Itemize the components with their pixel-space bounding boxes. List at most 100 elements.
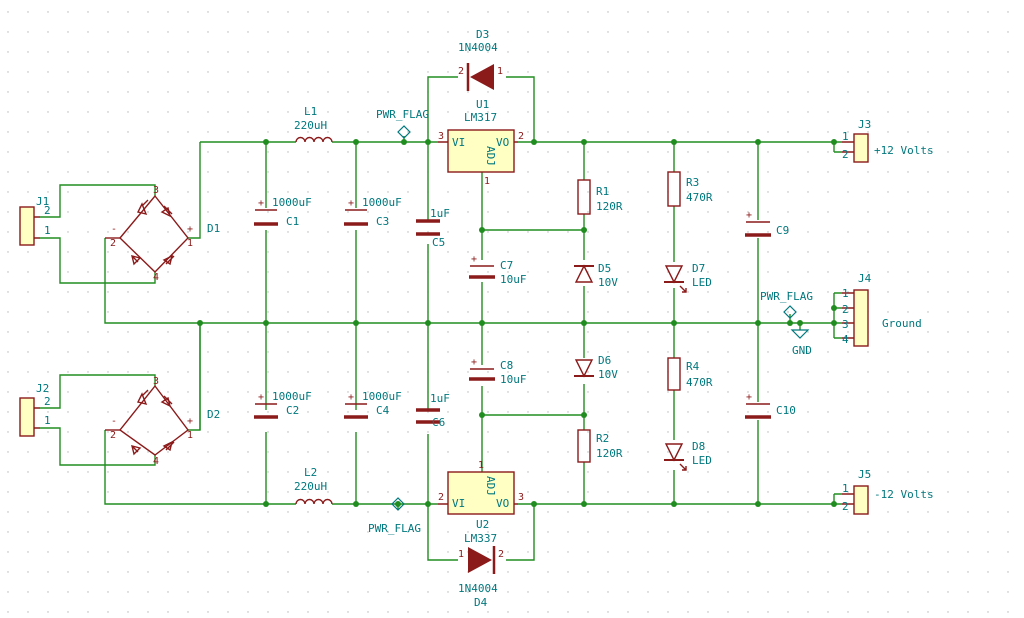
resistor-r1[interactable]: R1 120R xyxy=(577,179,623,215)
junction-dot xyxy=(263,501,269,507)
d4-ref: D4 xyxy=(474,596,488,609)
c4-value: 1000uF xyxy=(362,390,402,403)
connector-body xyxy=(19,206,35,246)
d3-ref: D3 xyxy=(476,28,489,41)
j4-ref: J4 xyxy=(858,272,872,285)
junction-dot xyxy=(531,501,537,507)
diode-d3[interactable]: D3 1N4004 2 1 xyxy=(458,28,503,91)
j1-pin1: 1 xyxy=(44,224,51,237)
c2-ref: C2 xyxy=(286,404,299,417)
connector-j5[interactable]: J5 1 2 -12 Volts xyxy=(842,468,934,515)
pwr-flag-top-label: PWR_FLAG xyxy=(376,108,429,121)
d2-pin1: 1 xyxy=(187,430,193,441)
gnd-label: GND xyxy=(792,344,812,357)
u1-adj-label: ADJ xyxy=(484,146,497,166)
connector-j2[interactable]: J2 2 1 xyxy=(19,382,51,437)
u1-pin2: 2 xyxy=(518,131,524,142)
r3-value: 470R xyxy=(686,191,713,204)
capacitor-c6[interactable]: 1uF C6 xyxy=(416,392,450,429)
capacitor-c4[interactable]: + 1000uF C4 xyxy=(344,390,402,419)
j5-pin1: 1 xyxy=(842,482,849,495)
d7-ref: D7 xyxy=(692,262,705,275)
pwr-flag-bottom-label: PWR_FLAG xyxy=(368,522,421,535)
d4-pin2: 2 xyxy=(498,549,504,560)
capacitor-c7[interactable]: + C7 10uF xyxy=(469,254,527,286)
junction-dot xyxy=(831,139,837,145)
gnd-symbol[interactable]: GND xyxy=(790,329,812,357)
inductor-l2[interactable]: L2 220uH xyxy=(294,466,333,505)
capacitor-c2[interactable]: + 1000uF C2 xyxy=(254,390,312,419)
c7-plus: + xyxy=(471,254,477,265)
j5-pin2: 2 xyxy=(842,500,849,513)
capacitor-c3[interactable]: + 1000uF C3 xyxy=(344,196,402,228)
pwr-flag-ground[interactable]: PWR_FLAG xyxy=(760,290,813,319)
connector-j4[interactable]: J4 1 2 3 4 Ground xyxy=(842,272,922,347)
d1-plus: + xyxy=(187,224,193,235)
u1-vo-label: VO xyxy=(496,136,509,149)
u1-pin1: 1 xyxy=(484,176,490,187)
diode-d4[interactable]: 1N4004 D4 1 2 xyxy=(458,546,504,609)
junction-dot xyxy=(755,139,761,145)
d1-pin3: 3 xyxy=(153,185,159,196)
capacitor-c9[interactable]: + C9 xyxy=(745,210,789,237)
d2-plus: + xyxy=(187,416,193,427)
capacitor-c5[interactable]: 1uF C5 xyxy=(416,207,450,249)
c4-plus: + xyxy=(348,392,354,403)
bridge-rectifier-d1[interactable]: D1 3 1 2 4 + - xyxy=(105,185,220,283)
capacitor-c8[interactable]: + C8 10uF xyxy=(469,357,527,386)
zener-diode-d5[interactable]: D5 10V xyxy=(574,262,618,289)
d8-ref: D8 xyxy=(692,440,705,453)
wires xyxy=(40,76,842,561)
junction-dot xyxy=(263,320,269,326)
capacitor-c1[interactable]: + 1000uF C1 xyxy=(254,196,312,228)
c10-ref: C10 xyxy=(776,404,796,417)
d8-value: LED xyxy=(692,454,712,467)
capacitor-c10[interactable]: + C10 xyxy=(745,392,796,419)
d4-value: 1N4004 xyxy=(458,582,498,595)
pwr-flag-bottom[interactable]: PWR_FLAG xyxy=(368,497,421,535)
connector-j1[interactable]: J1 2 1 xyxy=(19,195,51,246)
junction-dot xyxy=(401,139,407,145)
connector-j3[interactable]: J3 1 2 +12 Volts xyxy=(842,118,934,163)
u2-vo-label: VO xyxy=(496,497,509,510)
c9-ref: C9 xyxy=(776,224,789,237)
bridge-rectifier-d2[interactable]: D2 3 1 2 4 + - xyxy=(105,376,220,467)
junction-dot xyxy=(479,227,485,233)
led-d8[interactable]: D8 LED xyxy=(664,440,712,471)
led-d7[interactable]: D7 LED xyxy=(664,262,712,293)
c8-ref: C8 xyxy=(500,359,513,372)
junction-dot xyxy=(581,412,587,418)
u1-ref: U1 xyxy=(476,98,489,111)
d2-ref: D2 xyxy=(207,408,220,421)
c5-ref: C5 xyxy=(432,236,445,249)
resistor-r2[interactable]: R2 120R xyxy=(577,429,623,463)
junction-dot xyxy=(395,501,401,507)
r4-ref: R4 xyxy=(686,360,700,373)
junction-dot xyxy=(425,139,431,145)
junction-dot xyxy=(479,320,485,326)
resistor-r3[interactable]: R3 470R xyxy=(667,171,713,207)
d1-pin4: 4 xyxy=(153,272,159,283)
junction-dot xyxy=(531,139,537,145)
resistor-r4[interactable]: R4 470R xyxy=(667,357,713,391)
r1-value: 120R xyxy=(596,200,623,213)
inductor-l1[interactable]: L1 220uH xyxy=(294,105,333,143)
junction-dot xyxy=(353,139,359,145)
c10-plus: + xyxy=(746,392,752,403)
zener-diode-d6[interactable]: D6 10V xyxy=(574,354,618,381)
u2-ref: U2 xyxy=(476,518,489,531)
junction-dot xyxy=(671,320,677,326)
j4-pin2: 2 xyxy=(842,303,849,316)
j3-pin2: 2 xyxy=(842,148,849,161)
regulator-u2[interactable]: U2 LM337 VI VO ADJ 2 3 1 xyxy=(438,460,524,545)
pwr-flag-top[interactable]: PWR_FLAG xyxy=(376,108,429,139)
j4-value: Ground xyxy=(882,317,922,330)
c7-ref: C7 xyxy=(500,259,513,272)
u2-pin2: 2 xyxy=(438,492,444,503)
d6-value: 10V xyxy=(598,368,618,381)
d1-minus: - xyxy=(111,224,117,235)
u2-value: LM337 xyxy=(464,532,497,545)
j1-ref: J1 xyxy=(36,195,49,208)
regulator-u1[interactable]: U1 LM317 VI VO ADJ 3 2 1 xyxy=(438,98,524,187)
